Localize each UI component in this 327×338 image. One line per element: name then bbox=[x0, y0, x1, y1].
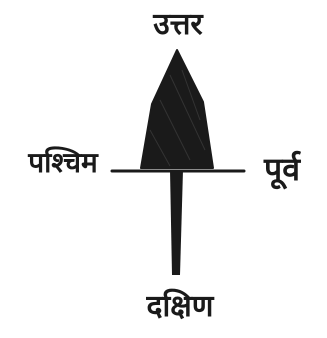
north-cone bbox=[141, 50, 213, 168]
east-label: पूर्व bbox=[263, 150, 301, 190]
south-shaft bbox=[170, 170, 183, 275]
north-label: उत्तर bbox=[152, 7, 204, 42]
west-label: पश्चिम bbox=[27, 146, 99, 179]
south-label: दक्षिण bbox=[146, 288, 215, 324]
